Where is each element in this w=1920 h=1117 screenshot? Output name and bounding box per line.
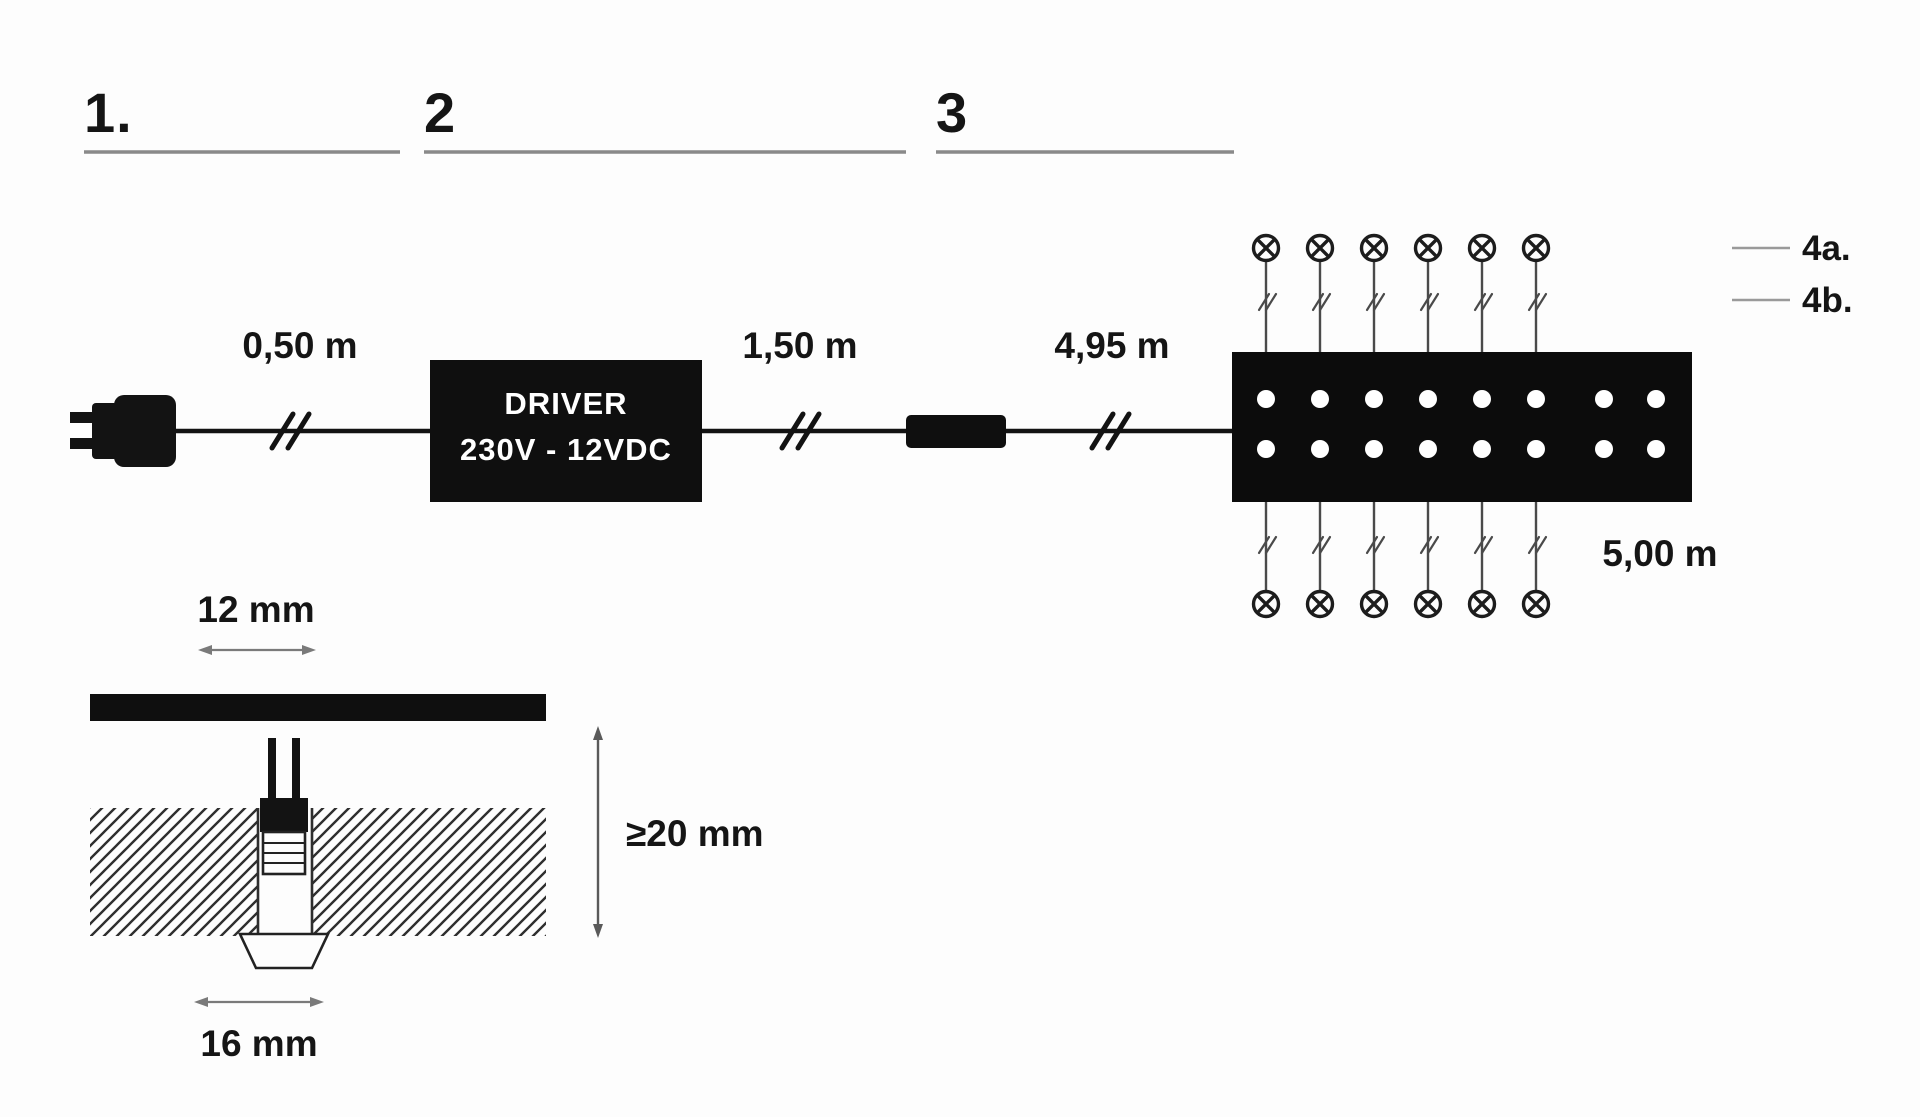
- ceiling-material-left: [90, 808, 258, 936]
- recessed-fixture: [237, 738, 331, 970]
- hole-top-width-dimension: [198, 645, 316, 655]
- cable-length-2: 1,50 m: [742, 325, 857, 366]
- fiber-distribution-box: [1232, 352, 1692, 502]
- fibers-down: [1264, 502, 1538, 590]
- fiber-breaks-up: [1257, 292, 1548, 312]
- callout-4b-label: 4b.: [1802, 281, 1853, 320]
- step-3-label: 3: [936, 81, 968, 144]
- driver-box: DRIVER 230V - 12VDC: [430, 360, 702, 502]
- ceiling-material-right: [312, 808, 546, 936]
- power-plug-icon: [70, 395, 176, 467]
- driver-label-line2: 230V - 12VDC: [460, 432, 672, 467]
- fixture-threads: [263, 842, 305, 864]
- fiber-breaks-down: [1257, 535, 1548, 555]
- cross-section: 12 mm: [90, 589, 764, 1064]
- callout-4a-label: 4a.: [1802, 229, 1851, 268]
- hole-bottom-width-label: 16 mm: [200, 1023, 317, 1064]
- fixture-connector-cap: [260, 798, 308, 832]
- ceiling-panel: [90, 694, 546, 721]
- driver-label-line1: DRIVER: [504, 386, 627, 421]
- fixture-trim-ring: [237, 932, 331, 970]
- step-2-label: 2: [424, 81, 456, 144]
- light-point-icons-top: [1251, 233, 1551, 263]
- min-depth-label: ≥20 mm: [626, 813, 764, 854]
- hole-top-width-label: 12 mm: [197, 589, 314, 630]
- connection-dots: [1257, 390, 1665, 458]
- fibers-up: [1264, 262, 1538, 352]
- step-headers: 1. 2 3: [84, 81, 1234, 154]
- light-point-icons-bottom: [1251, 589, 1551, 619]
- cable-length-1: 0,50 m: [242, 325, 357, 366]
- step-1-label: 1.: [84, 81, 133, 144]
- fiber-bundle-length-label: 5,00 m: [1602, 533, 1717, 574]
- cable-length-3: 4,95 m: [1054, 325, 1169, 366]
- hole-bottom-width-dimension: [194, 997, 324, 1007]
- min-depth-dimension: [593, 726, 603, 938]
- inline-connector: [906, 415, 1006, 448]
